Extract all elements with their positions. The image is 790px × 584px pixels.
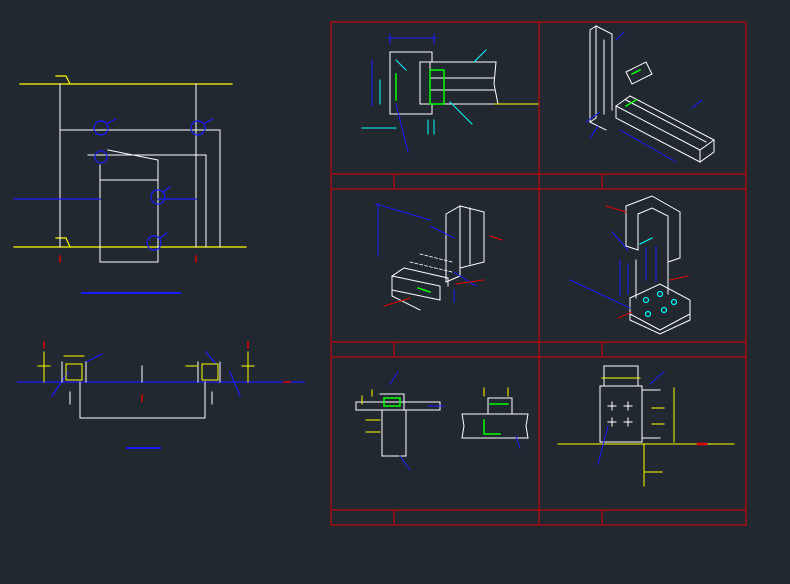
plan-blue-lines — [13, 118, 214, 294]
detail-1-connection-elevation — [361, 33, 539, 153]
section-red-markers — [43, 341, 291, 402]
section-view — [17, 341, 305, 449]
section-white-lines — [61, 361, 221, 419]
detail-4-isometric-base — [569, 195, 691, 335]
plan-red-markers — [59, 255, 197, 263]
section-yellow-details — [37, 351, 255, 383]
detail-6-baseplate-elevation — [557, 365, 735, 487]
plan-view — [13, 75, 247, 294]
detail-2-isometric-girt — [585, 25, 715, 163]
section-blue-lines — [17, 351, 305, 449]
detail-5-connection-sections — [355, 371, 529, 471]
plan-white-lines — [59, 83, 221, 263]
detail-3-isometric-splice — [375, 203, 503, 311]
detail-sheet-frame — [330, 21, 747, 526]
plan-yellow-lines — [13, 75, 247, 248]
